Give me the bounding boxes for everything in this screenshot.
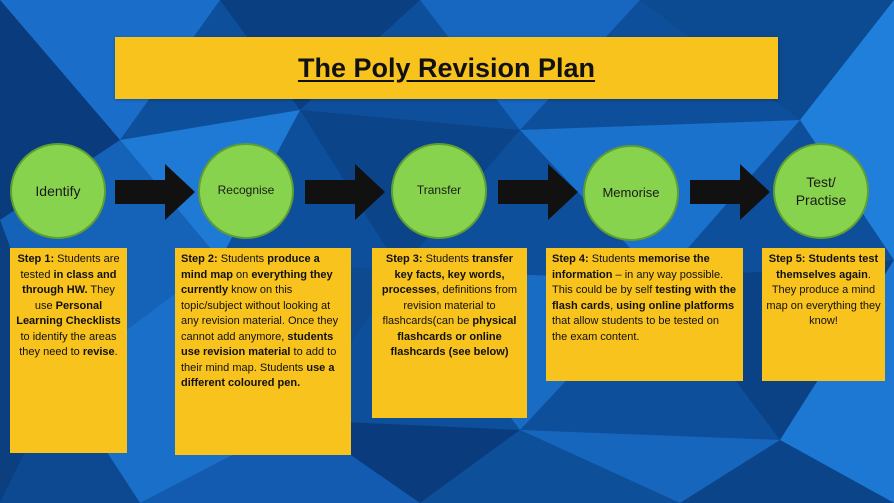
stage-label: Test/ Practise xyxy=(795,173,847,208)
step-text: Students xyxy=(588,253,639,265)
stage-transfer: Transfer xyxy=(391,143,487,239)
step-text-bold: Step 3: xyxy=(385,253,423,265)
step-text: to add to their mind map. Students xyxy=(181,346,337,374)
step-1-box: Step 1: Students are tested in class and… xyxy=(10,248,127,453)
step-text: to identify the areas they need to xyxy=(19,330,117,359)
step-text: , xyxy=(610,299,617,312)
step-text-bold: Step 1: xyxy=(17,253,55,265)
step-text-bold: using online platforms xyxy=(616,299,735,312)
arrow-right-icon xyxy=(498,164,578,220)
stage-identify: Identify xyxy=(10,143,106,239)
step-text-bold: (see below) xyxy=(448,346,509,358)
step-text-bold: revise xyxy=(82,346,115,358)
step-text: They use xyxy=(34,284,115,312)
page-title: The Poly Revision Plan xyxy=(297,52,596,83)
step-text: know on this topic/subject without looki… xyxy=(181,284,339,343)
step-5-box: Step 5: Students test themselves again. … xyxy=(762,248,885,381)
step-text-bold: Step 5: Students test themselves again xyxy=(768,253,879,281)
step-text-bold: Personal Learning Checklists xyxy=(16,299,121,328)
stage-recognise: Recognise xyxy=(198,143,294,239)
stage-label: Transfer xyxy=(416,183,462,198)
step-text-bold: Step 4: xyxy=(552,253,589,265)
step-4-box: Step 4: Students memorise the informatio… xyxy=(546,248,743,381)
arrow-right-icon xyxy=(115,164,195,220)
step-text-bold: students use revision material xyxy=(181,330,334,359)
arrow-right-icon xyxy=(690,164,770,220)
step-text-bold: memorise the information xyxy=(552,253,710,281)
step-text: . They produce a mind map on everything … xyxy=(766,268,881,328)
arrow-right-icon xyxy=(305,164,385,220)
step-text-bold: testing with the flash cards xyxy=(552,284,737,312)
step-text: . xyxy=(114,346,118,358)
step-text-bold: physical flashcards or online flashcards xyxy=(390,315,517,358)
stage-memorise: Memorise xyxy=(583,145,679,241)
step-text-bold: Step 2: xyxy=(181,253,218,265)
step-text: Students xyxy=(217,253,268,265)
step-text-bold: transfer key facts, key words, processes xyxy=(381,253,514,296)
title-banner: The Poly Revision Plan xyxy=(115,37,778,99)
step-text: – in any way possible. This could be by … xyxy=(552,268,724,297)
step-text: that allow students to be tested on the … xyxy=(552,315,719,343)
step-2-box: Step 2: Students produce a mind map on e… xyxy=(175,248,351,455)
step-text-bold: use a different coloured pen. xyxy=(181,361,335,390)
step-text: Students xyxy=(422,253,473,265)
step-text-bold: in class and through HW. xyxy=(22,268,117,297)
step-text-bold: everything they currently xyxy=(181,268,333,297)
step-3-box: Step 3: Students transfer key facts, key… xyxy=(372,248,527,418)
stage-test-practise: Test/ Practise xyxy=(773,143,869,239)
step-text: , definitions from revision material to … xyxy=(382,284,518,327)
stage-label: Memorise xyxy=(602,184,660,200)
step-text: Students are tested xyxy=(20,253,120,281)
step-text-bold: produce a mind map xyxy=(181,253,320,281)
stage-label: Recognise xyxy=(217,183,275,198)
stage-label: Identify xyxy=(35,182,81,199)
step-text: on xyxy=(232,268,252,281)
